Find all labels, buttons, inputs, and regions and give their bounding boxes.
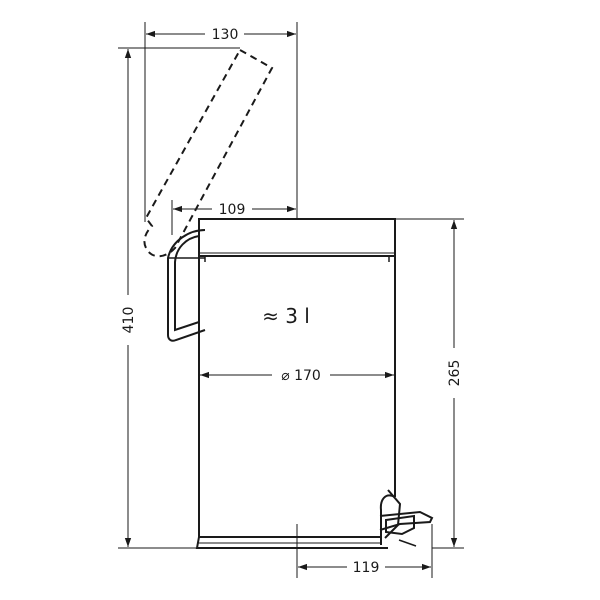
dimension-pedal-depth: 119 — [296, 524, 433, 578]
volume-label: ≈ 3 l — [262, 304, 310, 328]
dimension-label-109: 109 — [219, 202, 246, 218]
bin-body — [198, 218, 396, 538]
bin-base — [195, 536, 388, 549]
dimension-total-height: 410 — [118, 47, 240, 549]
foot-pedal — [379, 489, 434, 547]
dimension-label-diameter: ⌀ 170 — [281, 368, 321, 384]
dimension-label-410: 410 — [121, 307, 137, 334]
dimension-lid-hinge-offset: 109 — [171, 200, 296, 235]
dimension-label-265: 265 — [447, 360, 463, 387]
hinge-handle — [167, 229, 206, 342]
dimension-label-119: 119 — [353, 560, 380, 576]
open-lid-outline — [143, 48, 274, 258]
dimension-diameter: ⌀ 170 — [200, 368, 394, 384]
dimension-body-height: 265 — [395, 218, 464, 549]
dimension-lid-open-width: 130 — [144, 22, 298, 222]
dimension-label-130: 130 — [212, 27, 239, 43]
